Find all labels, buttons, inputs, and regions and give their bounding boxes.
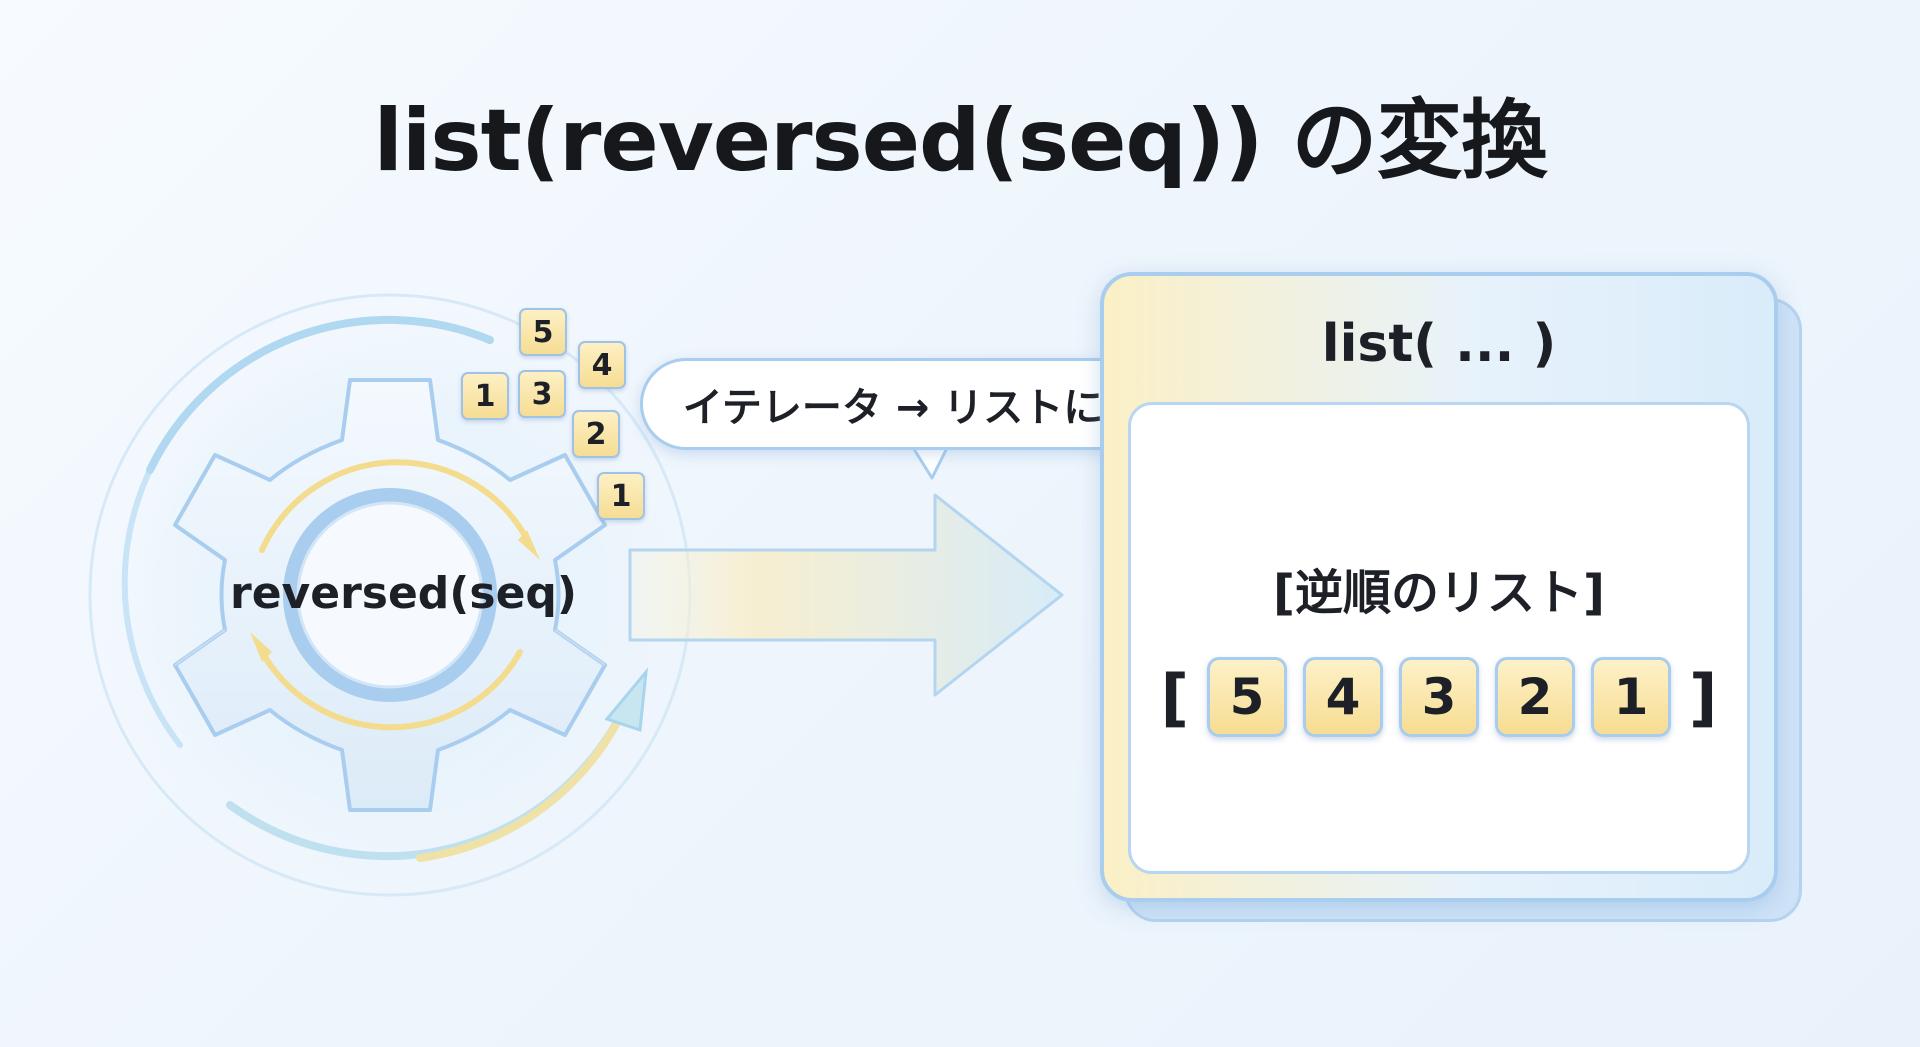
bubble-text: イテレータ → リストに変換 [682, 385, 1184, 431]
floating-tile: 3 [518, 370, 566, 418]
outer-arc-bottom-yellow [416, 696, 632, 862]
outer-arc-top [146, 315, 494, 474]
reversed-list-row: [ 5 4 3 2 1 ] [1131, 655, 1747, 739]
gear-center-ring [283, 488, 497, 702]
open-bracket: [ [1160, 660, 1189, 734]
flow-arrow [628, 493, 1064, 697]
list-item: 1 [1591, 657, 1671, 737]
close-bracket: ] [1689, 660, 1718, 734]
floating-tile: 2 [572, 410, 620, 458]
list-item: 4 [1303, 657, 1383, 737]
list-panel: list( ... ) [逆順のリスト] [ 5 4 3 2 1 ] [1100, 272, 1778, 902]
gear-shadow [174, 629, 606, 666]
panel-title: list( ... ) [1321, 314, 1557, 374]
floating-tile: 1 [461, 372, 509, 420]
inner-arc-top-head [518, 530, 540, 560]
inner-arc-bottom-head [250, 632, 272, 662]
floating-tile: 1 [597, 472, 645, 520]
page-title: list(reversed(seq)) の変換 [373, 91, 1547, 191]
floating-tile: 5 [519, 308, 567, 356]
floating-tile: 4 [578, 341, 626, 389]
list-item: 2 [1495, 657, 1575, 737]
gear-label: reversed(seq) [230, 568, 578, 619]
panel-inner-card: [逆順のリスト] [ 5 4 3 2 1 ] [1128, 402, 1750, 874]
list-item: 3 [1399, 657, 1479, 737]
list-item: 5 [1207, 657, 1287, 737]
reversed-list-label: [逆順のリスト] [1273, 565, 1605, 621]
outer-arc-left [121, 467, 183, 748]
inner-arc-top [259, 459, 533, 553]
gear-center-ring-inner [296, 501, 484, 689]
bubble-tail [910, 444, 950, 480]
inner-arc-bottom [257, 645, 523, 731]
outer-arc-arrowhead [604, 667, 649, 733]
